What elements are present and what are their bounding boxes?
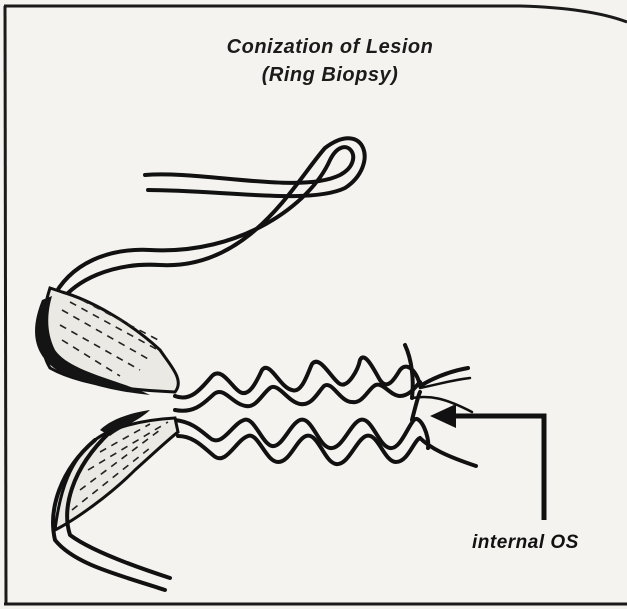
upper-cervical-wall: [52, 138, 365, 300]
internal-os-pointer: [430, 404, 544, 520]
lower-cone-excision: [55, 410, 178, 530]
internal-os-label: internal OS: [472, 532, 579, 554]
endocervical-folds-upper: [175, 345, 468, 411]
endocervical-folds-lower: [175, 392, 476, 466]
upper-cone-excision: [35, 288, 178, 395]
diagram-title: Conization of Lesion: [150, 36, 510, 59]
diagram-subtitle: (Ring Biopsy): [150, 64, 510, 87]
